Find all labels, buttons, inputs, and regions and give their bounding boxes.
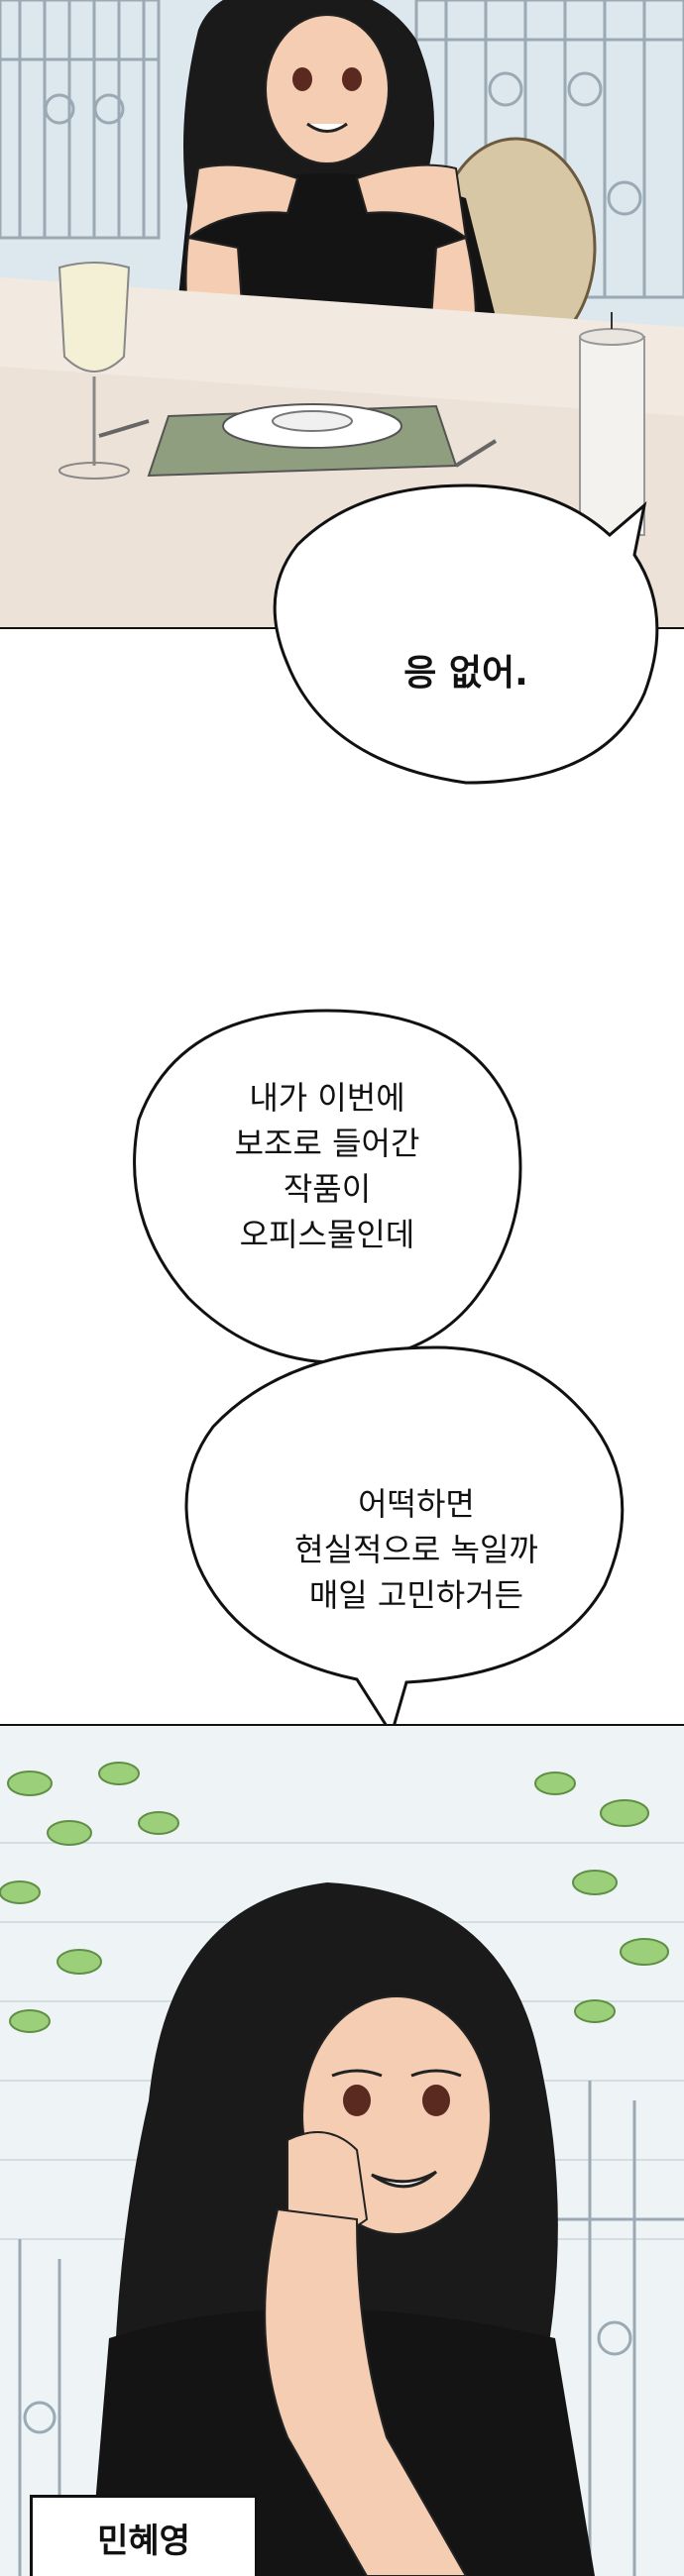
speech-bubble-1-shape <box>273 483 659 785</box>
panel-closeup-scene <box>0 1724 684 2576</box>
restaurant-illustration <box>0 0 684 629</box>
bubble-2-line-3: 작품이 <box>283 1170 372 1208</box>
bubble-1-line-1: 응 없어. <box>403 653 528 694</box>
speech-bubble-1: 응 없어. <box>297 644 634 696</box>
bubble-3-line-2: 현실적으로 녹일까 <box>294 1531 538 1568</box>
bubble-3-line-3: 매일 고민하거든 <box>308 1576 524 1614</box>
bubble-2-line-1: 내가 이번에 <box>249 1079 405 1117</box>
speech-bubble-3: 어떡하면 현실적으로 녹일까 매일 고민하거든 <box>208 1481 625 1618</box>
character-name-tag: 민혜영 <box>30 2495 258 2576</box>
bubble-2-line-4: 오피스물인데 <box>239 1216 415 1253</box>
bubble-2-line-2: 보조로 들어간 <box>234 1125 420 1162</box>
closeup-illustration <box>0 1724 684 2576</box>
speech-bubble-2: 내가 이번에 보조로 들어간 작품이 오피스물인데 <box>159 1075 496 1257</box>
bubble-3-line-1: 어떡하면 <box>358 1485 475 1523</box>
panel-restaurant-scene <box>0 0 684 629</box>
character-name: 민혜영 <box>97 2522 190 2561</box>
